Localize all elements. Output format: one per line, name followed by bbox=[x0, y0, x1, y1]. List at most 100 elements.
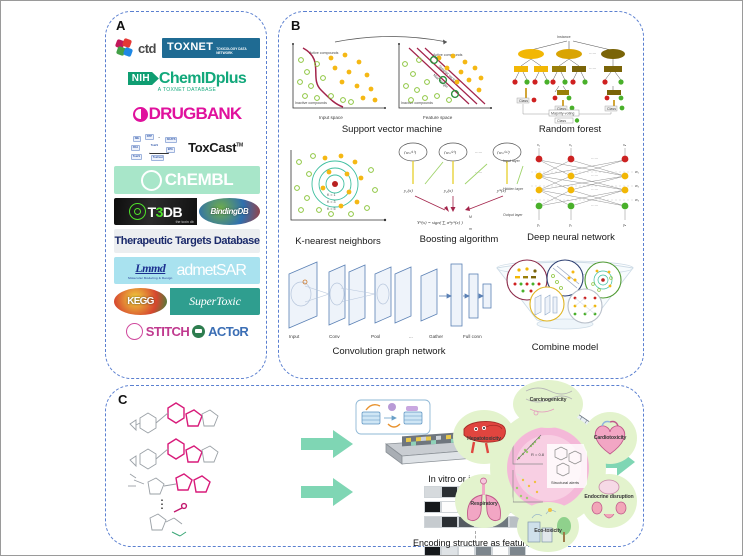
svg-text:Feature space: Feature space bbox=[423, 115, 453, 120]
logo-chemidplus-subtitle: A TOXNET DATABASE bbox=[157, 86, 217, 93]
svg-text:K = 3: K = 3 bbox=[327, 200, 336, 204]
svg-text:······: ······ bbox=[475, 151, 482, 155]
list-item[interactable]: T3DB the toxin db BindingDB bbox=[114, 198, 260, 225]
model-random-forest-caption: Random forest bbox=[538, 124, 602, 135]
logo-chembl-label: ChEMBL bbox=[164, 170, 234, 189]
endpoint-respiratory-label: Respiratory bbox=[470, 501, 498, 507]
svg-text:······: ······ bbox=[591, 188, 598, 192]
list-item[interactable]: FDA NIH NTP NCATS EPA Tox21 ToxCast Tox2… bbox=[114, 132, 260, 162]
table-row bbox=[424, 546, 526, 555]
boosting-diagram: {wₙ⁽¹⁾} {wₙ⁽²⁾} {wₙ⁽ᵐ⁾} ······ ······ y₁… bbox=[398, 142, 524, 231]
list-item[interactable]: DRUGBANK bbox=[114, 100, 260, 128]
logo-toxnet[interactable]: TOXNET TOXICOLOGY DATA NETWORK bbox=[162, 38, 260, 58]
endpoint-endocrine-disruption[interactable]: Endocrine disruption bbox=[581, 474, 637, 528]
list-item[interactable]: ChEMBL bbox=[114, 166, 260, 194]
svg-text:······: ······ bbox=[591, 174, 598, 178]
svg-text:······: ······ bbox=[589, 52, 596, 56]
scatter-r-label: R = 0.8 bbox=[531, 452, 545, 457]
logo-t3db[interactable]: T3DB the toxin db bbox=[114, 198, 197, 225]
list-item[interactable]: ctd TOXNET TOXICOLOGY DATA NETWORK bbox=[114, 34, 260, 62]
panel-b: B Active compounds Inactive compounds bbox=[278, 11, 644, 379]
boosting-weight-1: {wₙ⁽¹⁾} bbox=[404, 150, 416, 155]
logo-lmmd-subtitle: Molecular Modeling & Design bbox=[128, 276, 173, 280]
logo-kegg[interactable]: KEGG bbox=[114, 288, 167, 315]
svg-text:Majority-voting: Majority-voting bbox=[551, 112, 574, 116]
svg-text:Class: Class bbox=[557, 119, 566, 123]
ctd-hexagon-icon bbox=[114, 37, 136, 58]
list-item[interactable]: STITCH ACToR bbox=[114, 319, 260, 343]
center-analysis-plots: R = 0.8 Structural alerts bbox=[512, 432, 587, 503]
svg-text:Input space: Input space bbox=[319, 115, 343, 120]
arrow-to-assay-icon bbox=[301, 430, 353, 458]
logo-actor-label[interactable]: ACToR bbox=[208, 323, 249, 339]
drugbank-capsule-icon bbox=[132, 106, 148, 122]
structures-ellipsis: ⋮ bbox=[156, 497, 168, 511]
logo-supertoxic[interactable]: SuperToxic bbox=[169, 288, 260, 315]
endpoint-carcinogenicity-label: Carcinogenicity bbox=[529, 397, 567, 403]
endpoint-hepatotoxicity[interactable]: Hepatotoxicity bbox=[453, 410, 515, 464]
svg-text:······: ······ bbox=[589, 67, 596, 71]
logo-lmmd[interactable]: Lmmd Molecular Modeling & Design bbox=[128, 261, 172, 280]
model-cgn-caption: Convolution graph network bbox=[332, 346, 446, 357]
arrow-to-features-icon bbox=[301, 478, 353, 506]
svg-text:Input layer: Input layer bbox=[503, 159, 521, 163]
list-item[interactable]: NIH ChemIDplus A TOXNET DATABASE bbox=[114, 66, 260, 96]
model-cgn: Input Conv Pool ... Gather Full conn Con… bbox=[283, 260, 495, 364]
list-item[interactable]: Lmmd Molecular Modeling & Design admetSA… bbox=[114, 257, 260, 284]
svg-text:Output layer: Output layer bbox=[503, 213, 523, 217]
logo-stitch-label[interactable]: STITCH bbox=[145, 323, 190, 339]
svg-text:x₁: x₁ bbox=[537, 143, 541, 147]
model-combine-caption: Combine model bbox=[531, 342, 599, 353]
endpoint-endocrine-label: Endocrine disruption bbox=[584, 494, 634, 500]
boosting-learner-2: y₂(x) bbox=[443, 188, 453, 193]
logo-admetsar-label: admetSAR bbox=[176, 261, 247, 279]
cgn-layer-ellipsis: ... bbox=[409, 334, 413, 339]
logo-t3db-subtitle: the toxin db bbox=[175, 220, 194, 224]
dna-icon bbox=[525, 387, 573, 416]
svg-text:Active compounds: Active compounds bbox=[309, 51, 339, 55]
panel-b-letter: B bbox=[291, 18, 301, 33]
list-item[interactable]: Therapeutic Targets Database bbox=[114, 229, 260, 253]
logo-toxcast[interactable]: FDA NIH NTP NCATS EPA Tox21 ToxCast Tox2… bbox=[131, 134, 243, 161]
logo-drugbank-label: DRUGBANK bbox=[148, 104, 243, 123]
logo-ctd[interactable]: ctd bbox=[114, 37, 158, 58]
boosting-weight-2: {wₙ⁽²⁾} bbox=[444, 150, 456, 155]
svg-text:······: ······ bbox=[475, 171, 482, 175]
model-svm: Active compounds Inactive compounds Inpu… bbox=[287, 34, 497, 139]
logo-bindingdb[interactable]: BindingDB bbox=[198, 198, 260, 225]
logo-chemidplus[interactable]: NIH ChemIDplus A TOXNET DATABASE bbox=[114, 66, 260, 96]
model-combine: Combine model bbox=[489, 258, 641, 364]
svg-text:Instance: Instance bbox=[557, 35, 571, 39]
svg-text:m: m bbox=[469, 227, 472, 231]
chembl-ring-icon bbox=[140, 169, 162, 191]
toxicity-endpoint-wheel: R = 0.8 Structural alerts bbox=[451, 380, 645, 552]
combine-funnel bbox=[496, 259, 634, 330]
endpoint-cardiotoxicity[interactable]: Cardiotoxicity bbox=[583, 412, 637, 464]
model-boosting: {wₙ⁽¹⁾} {wₙ⁽²⁾} {wₙ⁽ᵐ⁾} ······ ······ y₁… bbox=[391, 140, 527, 252]
endpoint-eco-toxicity[interactable]: Eco-toxicity bbox=[517, 502, 579, 552]
svg-text:K = 5: K = 5 bbox=[327, 207, 336, 211]
endpoint-carcinogenicity[interactable]: Carcinogenicity bbox=[513, 380, 583, 428]
lungs-icon bbox=[467, 477, 501, 522]
logo-admetsar[interactable]: Lmmd Molecular Modeling & Design admetSA… bbox=[114, 257, 260, 284]
logo-drugbank[interactable]: DRUGBANK bbox=[132, 104, 243, 124]
svg-text:w₁: w₁ bbox=[635, 170, 640, 174]
liver-icon bbox=[463, 421, 506, 454]
endpoint-respiratory[interactable]: Respiratory bbox=[455, 474, 513, 528]
database-logo-list: ctd TOXNET TOXICOLOGY DATA NETWORK NIH C… bbox=[114, 34, 260, 343]
model-dnn-caption: Deep neural network bbox=[527, 232, 615, 243]
logo-kegg-label: KEGG bbox=[127, 296, 154, 307]
actor-badge-icon bbox=[192, 324, 206, 338]
cgn-diagram: Input Conv Pool ... Gather Full conn bbox=[288, 261, 492, 339]
model-knn: K = 1 K = 3 K = 5 K-nearest neighbors bbox=[285, 144, 391, 252]
list-item[interactable]: KEGG SuperToxic bbox=[114, 288, 260, 315]
logo-ttd[interactable]: Therapeutic Targets Database bbox=[114, 229, 260, 253]
model-knn-caption: K-nearest neighbors bbox=[295, 236, 381, 247]
logo-chembl[interactable]: ChEMBL bbox=[114, 166, 260, 194]
logo-supertoxic-label: SuperToxic bbox=[189, 294, 241, 308]
logo-toxcast-label: ToxCastTM bbox=[188, 139, 243, 155]
svm-plots: Active compounds Inactive compounds Inpu… bbox=[292, 36, 492, 120]
svg-text:Hidden layer: Hidden layer bbox=[503, 187, 524, 191]
model-random-forest: Instance ······ bbox=[501, 30, 639, 140]
boosting-formula: Yᵐ(x) = sign( ∑ αᵐyᵐ(x) ) bbox=[417, 220, 463, 225]
